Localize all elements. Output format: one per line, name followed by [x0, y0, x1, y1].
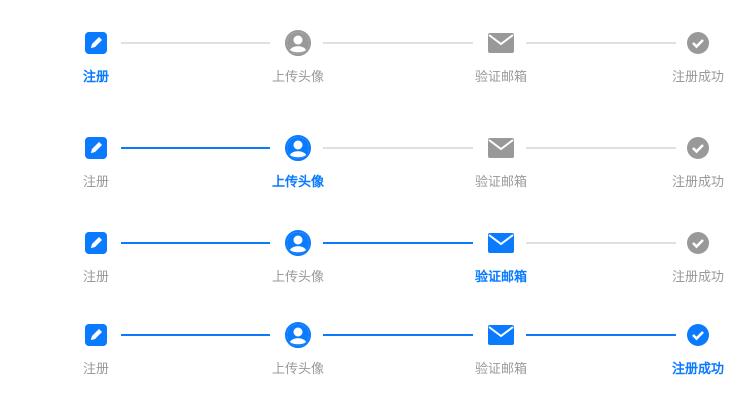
step-connector-line [526, 147, 676, 149]
user-icon [285, 135, 311, 161]
step-label: 上传头像 [271, 270, 324, 285]
step-label: 注册 [82, 270, 109, 285]
pencil-icon [83, 135, 109, 161]
step-connector-line [526, 334, 676, 336]
user-icon [285, 322, 311, 348]
step-label: 注册成功 [671, 175, 724, 190]
step-connector-line [121, 334, 270, 336]
envelope-icon [488, 322, 514, 348]
envelope-icon [488, 135, 514, 161]
step-label: 上传头像 [271, 362, 324, 377]
step-connector-line [121, 42, 270, 44]
step-label: 验证邮箱 [474, 70, 527, 85]
steps-row: 注册 上传头像 验证邮箱 注册成功 [0, 135, 750, 195]
step-label: 注册成功 [671, 270, 724, 285]
step-1[interactable]: 注册 [36, 230, 156, 285]
step-label: 注册成功 [671, 70, 724, 85]
steps-row: 注册 上传头像 验证邮箱 注册成功 [0, 230, 750, 290]
check-circle-icon [685, 322, 711, 348]
step-3[interactable]: 验证邮箱 [441, 30, 561, 85]
step-4[interactable]: 注册成功 [638, 230, 750, 285]
step-label: 注册 [82, 362, 109, 377]
check-circle-icon [685, 30, 711, 56]
step-connector-line [323, 242, 473, 244]
step-connector-line [526, 242, 676, 244]
step-label: 注册成功 [671, 362, 724, 377]
step-connector-line [323, 334, 473, 336]
step-3[interactable]: 验证邮箱 [441, 322, 561, 377]
step-2[interactable]: 上传头像 [238, 230, 358, 285]
step-label: 注册 [82, 175, 109, 190]
step-label: 上传头像 [271, 175, 324, 190]
user-icon [285, 30, 311, 56]
step-label: 验证邮箱 [474, 270, 527, 285]
step-label: 注册 [82, 70, 109, 85]
step-2[interactable]: 上传头像 [238, 30, 358, 85]
pencil-icon [83, 322, 109, 348]
step-3[interactable]: 验证邮箱 [441, 230, 561, 285]
step-connector-line [323, 42, 473, 44]
step-2[interactable]: 上传头像 [238, 322, 358, 377]
step-connector-line [121, 242, 270, 244]
step-1[interactable]: 注册 [36, 322, 156, 377]
check-circle-icon [685, 230, 711, 256]
step-2[interactable]: 上传头像 [238, 135, 358, 190]
step-4[interactable]: 注册成功 [638, 135, 750, 190]
step-label: 验证邮箱 [474, 362, 527, 377]
step-connector-line [526, 42, 676, 44]
step-label: 上传头像 [271, 70, 324, 85]
check-circle-icon [685, 135, 711, 161]
steps-row: 注册 上传头像 验证邮箱 注册成功 [0, 322, 750, 382]
user-icon [285, 230, 311, 256]
envelope-icon [488, 230, 514, 256]
pencil-icon [83, 230, 109, 256]
steps-row: 注册 上传头像 验证邮箱 注册成功 [0, 30, 750, 90]
step-connector-line [121, 147, 270, 149]
step-1[interactable]: 注册 [36, 135, 156, 190]
step-label: 验证邮箱 [474, 175, 527, 190]
envelope-icon [488, 30, 514, 56]
step-1[interactable]: 注册 [36, 30, 156, 85]
step-3[interactable]: 验证邮箱 [441, 135, 561, 190]
step-connector-line [323, 147, 473, 149]
pencil-icon [83, 30, 109, 56]
step-4[interactable]: 注册成功 [638, 30, 750, 85]
step-4[interactable]: 注册成功 [638, 322, 750, 377]
